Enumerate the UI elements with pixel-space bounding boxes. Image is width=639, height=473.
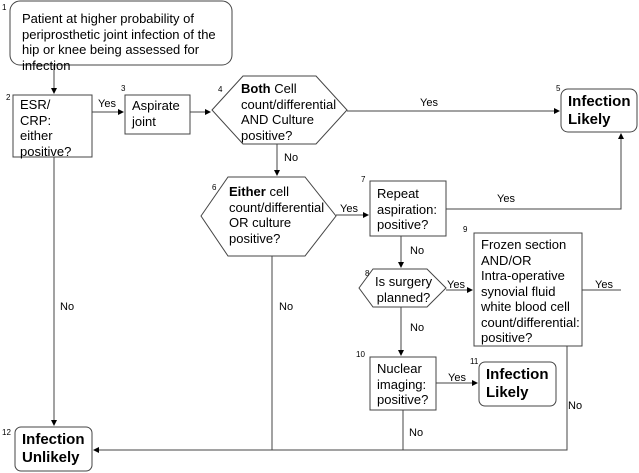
node-12-number: 12 — [2, 428, 11, 437]
node-8-number: 8 — [365, 269, 370, 278]
node-3-aspirate: Aspirate joint — [132, 98, 180, 129]
text-line: count/differential: — [481, 314, 580, 330]
node-11-number: 11 — [470, 357, 479, 366]
text-line: count/differential — [241, 96, 337, 112]
text-line: Nuclear — [377, 361, 422, 376]
node-12-infection-unlikely: Infection Unlikely — [22, 431, 85, 467]
text-line: Both Cell — [241, 81, 336, 97]
node-8-surgery-planned: Is surgery planned? — [375, 274, 432, 305]
text-line: Is surgery — [375, 274, 433, 289]
edge-label-4-6: No — [284, 152, 299, 164]
node-6-shape — [200, 176, 337, 257]
text-line: imaging: — [377, 376, 427, 392]
node-1-start: Patient at higher probability of peripro… — [22, 11, 216, 73]
text-line: CRP: — [20, 112, 52, 128]
text: Cell — [270, 81, 297, 96]
edge-label-10-11: Yes — [448, 372, 466, 384]
edge-label-8-10: No — [410, 322, 425, 334]
text-line: count/differential — [229, 199, 325, 215]
text-line: synovial fluid — [481, 283, 556, 299]
text-line: Either cell — [229, 184, 324, 200]
text-line: AND Culture — [241, 112, 314, 127]
node-2-number: 2 — [6, 93, 11, 102]
node-9-frozen-section: Frozen section AND/OR Intra-operative sy… — [481, 237, 580, 346]
text-line: Infection — [568, 93, 631, 110]
node-4-shape — [211, 75, 348, 145]
text-line: Aspirate — [132, 98, 180, 113]
emphasis: Either — [229, 184, 266, 199]
text-line: positive? — [377, 217, 429, 232]
text-line: Infection — [22, 431, 85, 448]
edge-label-4-5: Yes — [420, 97, 438, 109]
edge-label-7-8: No — [410, 245, 425, 257]
text-line: OR culture — [229, 215, 292, 230]
node-7-repeat-aspiration: Repeat aspiration: positive? — [377, 186, 437, 233]
node-9-number: 9 — [463, 225, 468, 234]
node-4-number: 4 — [218, 85, 223, 94]
edge-label-2-3: Yes — [98, 98, 116, 110]
node-5-shape — [560, 88, 638, 133]
edge-label-6-12: No — [279, 301, 294, 313]
node-10-nuclear-imaging: Nuclear imaging: positive? — [377, 361, 428, 408]
text: cell — [265, 184, 289, 199]
node-5-number: 5 — [556, 84, 561, 93]
node-6-number: 6 — [212, 183, 217, 192]
text-line: Likely — [568, 111, 611, 128]
node-12-shape — [14, 426, 93, 472]
edge-label-9-12: No — [568, 400, 583, 412]
edge-label-9-5: Yes — [595, 279, 613, 291]
text-line: planned? — [376, 289, 431, 305]
edge-label-6-7: Yes — [340, 203, 358, 215]
node-11-shape — [478, 361, 557, 407]
node-2-esr-crp: ESR/ CRP: either positive? — [20, 97, 71, 159]
node-3-shape — [124, 94, 191, 135]
text-line: Repeat — [377, 186, 419, 201]
edge-label-7-5: Yes — [497, 193, 515, 205]
text-line: Frozen section — [481, 237, 567, 252]
text-line: AND/OR — [481, 252, 532, 268]
node-1-shape — [9, 0, 233, 66]
node-5-infection-likely: Infection Likely — [568, 93, 631, 129]
text-line: positive? — [20, 143, 72, 159]
text-line: positive? — [377, 392, 429, 407]
text-line: positive? — [481, 330, 533, 345]
node-7-shape — [369, 180, 447, 237]
text-line: positive? — [241, 127, 293, 143]
edge-label-2-12: No — [60, 301, 75, 313]
emphasis: Both — [241, 81, 271, 96]
node-8-shape — [358, 268, 447, 308]
node-7-number: 7 — [361, 175, 366, 184]
text-line: aspiration: — [377, 201, 437, 217]
node-1-number: 1 — [2, 3, 7, 12]
node-10-number: 10 — [356, 350, 365, 359]
text-line: positive? — [229, 230, 281, 246]
edge-label-8-9: Yes — [447, 279, 465, 291]
text-line: Infection — [486, 366, 549, 383]
text-line: either — [20, 128, 53, 143]
text-line: Intra-operative — [481, 268, 565, 283]
node-11-infection-likely: Infection Likely — [486, 366, 549, 402]
node-2-shape — [12, 94, 93, 158]
edge-label-10-12: No — [409, 427, 424, 439]
node-4-both-positive: Both Cell count/differential AND Culture… — [241, 81, 336, 143]
node-3-number: 3 — [121, 84, 126, 93]
text-line: ESR/ — [20, 97, 51, 112]
text-line: Likely — [486, 384, 529, 401]
text-line: joint — [132, 113, 156, 129]
text-line: Unlikely — [22, 449, 80, 466]
node-6-either-positive: Either cell count/differential OR cultur… — [229, 184, 324, 246]
text-line: white blood cell — [481, 299, 570, 314]
